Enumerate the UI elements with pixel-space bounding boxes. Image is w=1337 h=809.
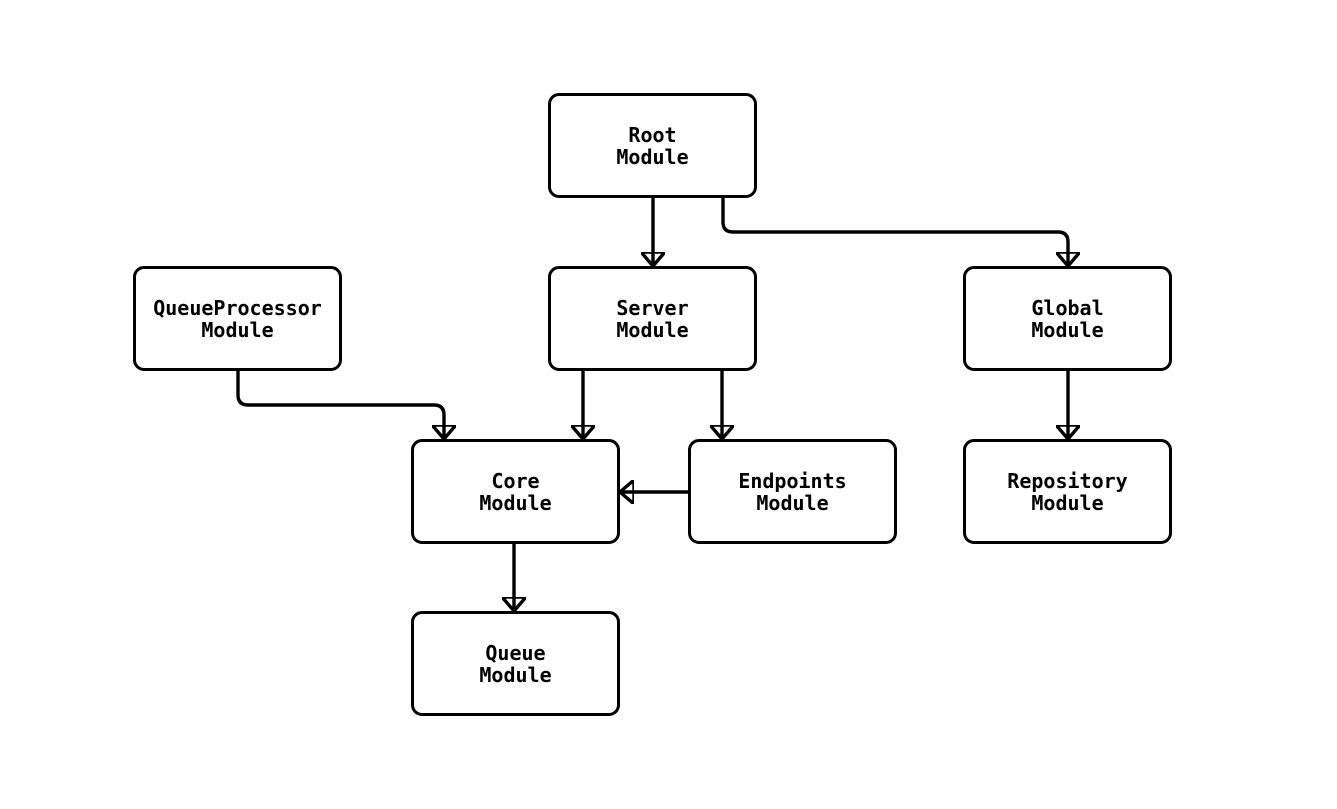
node-label: Queue Module bbox=[479, 640, 552, 687]
node-endpoints-module: Endpoints Module bbox=[688, 439, 897, 544]
node-label: Root Module bbox=[616, 122, 689, 169]
node-queueprocessor-module: QueueProcessor Module bbox=[133, 266, 342, 371]
node-root-module: Root Module bbox=[548, 93, 757, 198]
node-server-module: Server Module bbox=[548, 266, 757, 371]
node-global-module: Global Module bbox=[963, 266, 1172, 371]
node-core-module: Core Module bbox=[411, 439, 620, 544]
node-label: QueueProcessor Module bbox=[153, 295, 322, 342]
edge-queueprocessor-to-core bbox=[236, 371, 444, 437]
node-queue-module: Queue Module bbox=[411, 611, 620, 716]
node-label: Repository Module bbox=[1007, 468, 1128, 515]
node-repository-module: Repository Module bbox=[963, 439, 1172, 544]
node-label: Global Module bbox=[1031, 295, 1104, 342]
node-label: Server Module bbox=[616, 295, 689, 342]
node-label: Core Module bbox=[479, 468, 552, 515]
edge-root-to-global bbox=[721, 198, 1068, 264]
node-label: Endpoints Module bbox=[738, 468, 847, 515]
